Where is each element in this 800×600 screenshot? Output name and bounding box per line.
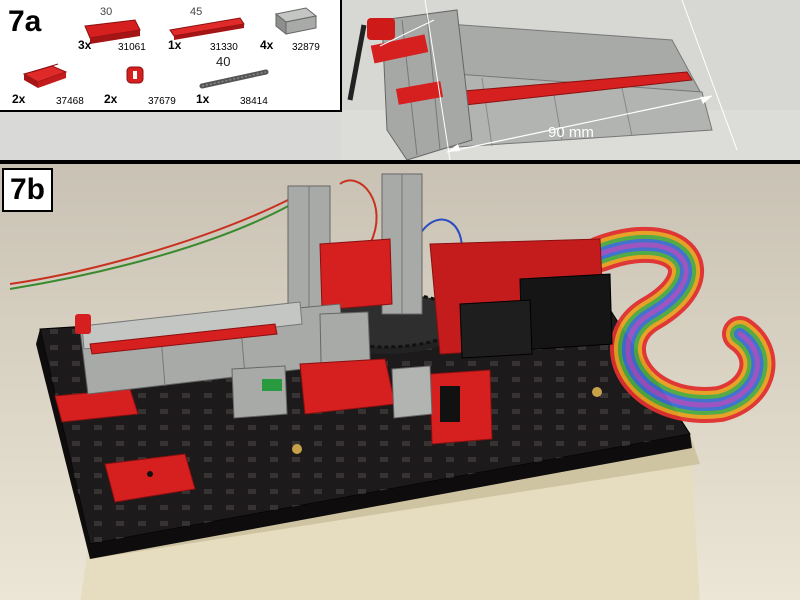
- part-qty: 4x: [260, 38, 274, 52]
- part-number: 37468: [56, 96, 84, 107]
- parts-list: 30 3x 31061 45 1x 31330: [0, 0, 342, 112]
- measurement-label: 90 mm: [548, 124, 594, 141]
- part-number: 32879: [292, 42, 320, 53]
- part-length: 45: [190, 6, 203, 18]
- step-7b-label: 7b: [2, 168, 54, 212]
- part-length: 40: [216, 54, 231, 69]
- grey-block-icon: [274, 7, 318, 36]
- part-number: 37679: [148, 96, 176, 107]
- part-qty: 2x: [12, 92, 26, 106]
- red-brick-30-icon: [84, 19, 141, 44]
- part-31330: 45: [168, 6, 248, 46]
- part-length: 30: [100, 6, 113, 18]
- part-qty: 2x: [104, 92, 118, 106]
- step-7a-panel: 90 mm 30 3x 31061 45 1x 3: [0, 0, 800, 160]
- step-7b-photo: [0, 164, 800, 600]
- part-number: 38414: [240, 96, 268, 107]
- part-38414: 40: [198, 54, 278, 94]
- panel-divider: [0, 160, 800, 164]
- axle-40-icon: [199, 69, 269, 89]
- part-number: 31330: [210, 42, 238, 53]
- red-clip-icon: [126, 66, 144, 84]
- red-slide-plate-icon: [22, 63, 68, 88]
- ribbon-cable: [582, 226, 776, 423]
- red-rail-45-icon: [169, 17, 245, 40]
- step-7a-photo: [342, 0, 800, 160]
- part-qty: 3x: [78, 38, 92, 52]
- part-number: 31061: [118, 42, 146, 53]
- part-31061: 30: [80, 6, 150, 46]
- part-qty: 1x: [168, 38, 182, 52]
- step-7a-label: 7a: [2, 2, 48, 42]
- part-qty: 1x: [196, 92, 210, 106]
